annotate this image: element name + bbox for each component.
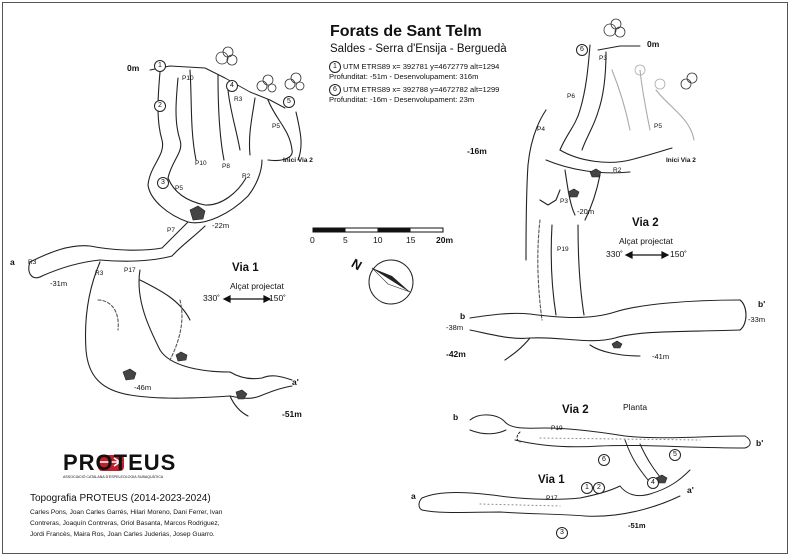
via1-depth-31: -31m <box>50 279 68 288</box>
plan-via1-label: Via 1 <box>538 474 565 486</box>
via2-point-b: b <box>460 311 466 321</box>
entrance-6-stats: Profunditat: -16m - Desenvolupament: 23m <box>329 95 475 104</box>
scale-tick: 10 <box>373 235 383 245</box>
vegetation <box>215 18 698 93</box>
via1-pitch: R3 <box>28 259 37 266</box>
via2-entrance-6: 6 <box>576 44 588 56</box>
entrance-1-coords: UTM ETRS89 x= 392781 y=4672779 alt=1294 <box>343 62 500 71</box>
plan-depth-51: -51m <box>628 521 646 530</box>
via1-elevation <box>28 65 302 417</box>
plan-entrance-3: 3 <box>556 527 568 539</box>
via2-depth-42: -42m <box>446 349 466 359</box>
plan-pitch: P19 <box>551 425 563 432</box>
via1-pitch: P5 <box>175 185 183 192</box>
via2-pitch: P4 <box>537 126 545 133</box>
via1-start-via2-label: Inici Via 2 <box>283 157 313 164</box>
via2-depth-16: -16m <box>467 146 487 156</box>
plan-point-b-prime: b' <box>756 438 764 448</box>
via1-point-a-prime: a' <box>292 377 299 387</box>
entrance-6-badge: 6 <box>329 84 341 96</box>
credits-title: Topografia PROTEUS (2014-2023-2024) <box>30 493 211 504</box>
plan-entrance-5: 5 <box>669 449 681 461</box>
scale-tick: 20m <box>436 235 454 245</box>
map-subtitle: Saldes - Serra d'Ensija - Berguedà <box>330 43 507 55</box>
via1-pitch: R2 <box>242 173 251 180</box>
via2-depth-20: -20m <box>577 207 595 216</box>
via1-depth-22: -22m <box>212 221 230 230</box>
entrance-1-stats: Profunditat: -51m - Desenvolupament: 316… <box>329 72 479 81</box>
credits-line: Carles Pons, Joan Carles Garrés, Hilari … <box>30 509 223 516</box>
via2-projection: Alçat projectat <box>619 236 673 246</box>
entrance-1-badge: 1 <box>329 61 341 73</box>
via2-pitch: P19 <box>557 246 569 253</box>
scale-tick: 15 <box>406 235 416 245</box>
bearing-arrows <box>222 251 670 303</box>
via2-depth-33: -33m <box>748 315 766 324</box>
via1-bearing-left: 330˚ <box>203 293 221 303</box>
plan-point-a: a <box>411 491 416 501</box>
via2-bearing-right: 150˚ <box>670 249 688 259</box>
proteus-logo-icon <box>98 455 124 471</box>
plan-entrance-6: 6 <box>598 454 610 466</box>
plan-point-a-prime: a' <box>687 485 694 495</box>
boulders <box>122 168 668 484</box>
via2-bearing-left: 330˚ <box>606 249 624 259</box>
plan-pitch: P17 <box>546 495 558 502</box>
via1-bearing-right: 150˚ <box>269 293 287 303</box>
via2-start-via2-label: Inici Via 2 <box>666 157 696 164</box>
via1-depth-46: -46m <box>134 383 152 392</box>
via1-pitch: P7 <box>167 227 175 234</box>
via1-pitch: P8 <box>222 163 230 170</box>
via1-point-a: a <box>10 257 15 267</box>
via2-title: Via 2 <box>632 217 659 229</box>
via2-pitch: P3 <box>560 198 568 205</box>
plan-point-b: b <box>453 412 459 422</box>
via1-entrance-5: 5 <box>283 96 295 108</box>
scale-tick: 0 <box>310 235 315 245</box>
scale-tick: 5 <box>343 235 348 245</box>
via2-pitch: P3 <box>599 55 607 62</box>
plan-via2-label: Via 2 <box>562 404 589 416</box>
via1-pitch: P17 <box>124 267 136 274</box>
via1-entrance-1: 1 <box>154 60 166 72</box>
via1-projection: Alçat projectat <box>230 281 284 291</box>
via1-pitch: R3 <box>95 270 104 277</box>
plan-entrance-4: 4 <box>647 477 659 489</box>
via1-pitch: P10 <box>182 75 194 82</box>
via2-depth-0: 0m <box>647 39 660 49</box>
credits-line: Jordi Francès, Maira Ros, Joan Carles Ju… <box>30 531 215 538</box>
via2-point-b-prime: b' <box>758 299 766 309</box>
via1-pitch: R3 <box>234 96 243 103</box>
plan-entrance-1: 1 <box>581 482 593 494</box>
via2-elevation <box>469 44 747 361</box>
proteus-logo-text: PROTEUS <box>63 450 177 475</box>
via2-depth-38: -38m <box>446 323 464 332</box>
north-arrow-icon <box>368 259 414 305</box>
via1-entrance-3: 3 <box>157 177 169 189</box>
plan-title: Planta <box>623 402 648 412</box>
plan-view <box>418 414 751 517</box>
entrance-6-coords: UTM ETRS89 x= 392788 y=4672782 alt=1299 <box>343 85 500 94</box>
via1-entrance-2: 2 <box>154 100 166 112</box>
via2-pitch: P6 <box>567 93 575 100</box>
via1-pitch: P10 <box>195 160 207 167</box>
via2-pitch: R2 <box>613 167 622 174</box>
map-title: Forats de Sant Telm <box>330 23 482 40</box>
via1-title: Via 1 <box>232 262 259 274</box>
scale-bar <box>312 227 444 233</box>
via1-depth-51: -51m <box>282 409 302 419</box>
via2-depth-41: -41m <box>652 352 670 361</box>
plan-entrance-2: 2 <box>593 482 605 494</box>
via1-pitch: P5 <box>272 123 280 130</box>
via1-entrance-4: 4 <box>226 80 238 92</box>
via1-depth-0: 0m <box>127 63 140 73</box>
credits-line: Contreras, Joaquín Contreras, Oriol Basa… <box>30 520 220 527</box>
proteus-logo-subtitle: ASSOCIACIÓ CATALANA D'ESPELEOLOGIA SUBAQ… <box>63 475 164 479</box>
via2-pitch: P5 <box>654 123 662 130</box>
